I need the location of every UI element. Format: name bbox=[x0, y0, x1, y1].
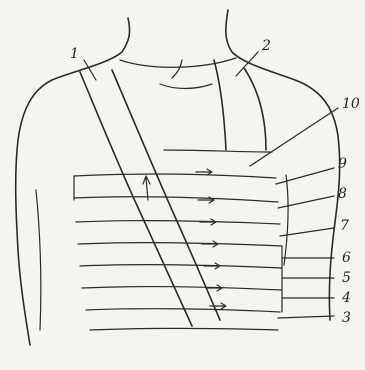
label-10: 10 bbox=[342, 96, 360, 112]
label-8: 8 bbox=[338, 186, 347, 202]
label-2: 2 bbox=[261, 38, 271, 54]
bandage-turns bbox=[74, 150, 282, 330]
label-5: 5 bbox=[342, 270, 351, 286]
label-9: 9 bbox=[338, 156, 347, 172]
label-6: 6 bbox=[342, 250, 351, 266]
label-1: 1 bbox=[70, 46, 79, 62]
shoulder-strap-left bbox=[214, 60, 266, 150]
label-7: 7 bbox=[340, 218, 349, 234]
callout-labels: 1 2 10 9 8 7 6 5 4 3 bbox=[70, 38, 360, 326]
label-4: 4 bbox=[341, 290, 351, 306]
label-3: 3 bbox=[342, 310, 351, 326]
direction-arrows bbox=[196, 169, 226, 309]
